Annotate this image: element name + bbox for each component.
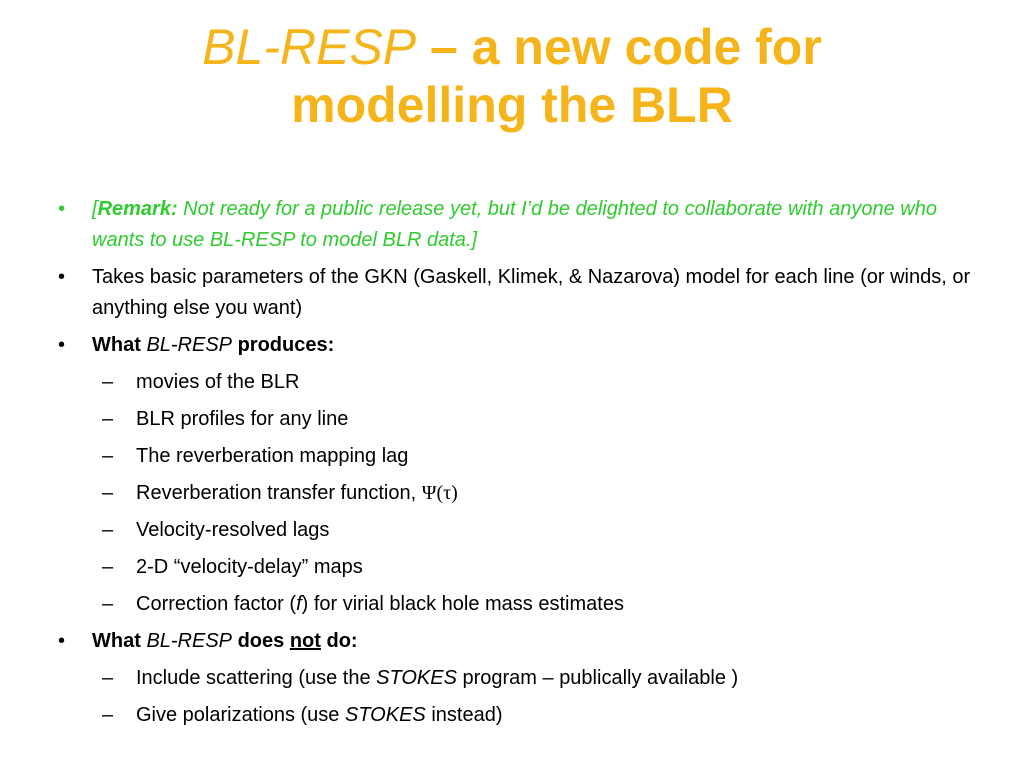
- title-code-name: BL-RESP: [202, 19, 417, 75]
- slide-title: BL-RESP – a new code for modelling the B…: [60, 18, 964, 134]
- produces-item: – Velocity-resolved lags: [48, 515, 978, 546]
- produces-item: – The reverberation mapping lag: [48, 441, 978, 472]
- produces-item: – Correction factor (f) for virial black…: [48, 589, 978, 620]
- produces-what: What: [92, 334, 147, 356]
- not-do-item-text: program – publically available ): [456, 667, 739, 689]
- stokes-name: STOKES: [376, 667, 457, 689]
- bullet-marker: •: [58, 630, 66, 652]
- bullet-list: • [Remark: Not ready for a public releas…: [48, 194, 978, 737]
- produces-item-text: 2-D “velocity-delay” maps: [136, 556, 363, 578]
- dash-marker: –: [102, 408, 114, 430]
- not-do-item-text: Include scattering (use the: [136, 667, 377, 689]
- dash-marker: –: [102, 445, 114, 467]
- produces-item-text: Velocity-resolved lags: [136, 519, 330, 541]
- gkn-bullet: • Takes basic parameters of the GKN (Gas…: [48, 262, 978, 324]
- bullet-marker: •: [58, 266, 66, 288]
- dash-marker: –: [102, 667, 114, 689]
- not-do-item: – Give polarizations (use STOKES instead…: [48, 700, 978, 731]
- produces-bullet: • What BL-RESP produces:: [48, 330, 978, 361]
- produces-item-text: movies of the BLR: [136, 371, 300, 393]
- title-line2: modelling the BLR: [291, 77, 733, 133]
- bullet-marker: •: [58, 334, 66, 356]
- not-do-item-text: Give polarizations (use: [136, 704, 345, 726]
- not-do-does: does: [232, 630, 290, 652]
- not-do-what: What: [92, 630, 147, 652]
- dash-marker: –: [102, 482, 114, 504]
- dash-marker: –: [102, 371, 114, 393]
- not-do-bullet: • What BL-RESP does not do:: [48, 626, 978, 657]
- not-do-code-name: BL-RESP: [146, 630, 233, 652]
- dash-marker: –: [102, 593, 114, 615]
- not-do-do: do:: [320, 630, 358, 652]
- produces-item: – 2-D “velocity-delay” maps: [48, 552, 978, 583]
- produces-item-text: Reverberation transfer function,: [136, 482, 422, 504]
- dash-marker: –: [102, 556, 114, 578]
- produces-item: – BLR profiles for any line: [48, 404, 978, 435]
- dash-marker: –: [102, 704, 114, 726]
- produces-verb: produces:: [232, 334, 335, 356]
- produces-item: – movies of the BLR: [48, 367, 978, 398]
- produces-item-text: BLR profiles for any line: [136, 408, 349, 430]
- correction-rest: ) for virial black hole mass estimates: [301, 593, 624, 615]
- title-line1-rest: – a new code for: [416, 19, 822, 75]
- not-do-item-text: instead): [425, 704, 503, 726]
- produces-item-text: Correction factor (: [136, 593, 297, 615]
- bullet-marker: •: [58, 198, 66, 220]
- remark-label: Remark:: [97, 198, 178, 220]
- psi-tau-symbol: Ψ(τ): [421, 482, 458, 504]
- produces-code-name: BL-RESP: [146, 334, 233, 356]
- remark-bullet: • [Remark: Not ready for a public releas…: [48, 194, 978, 256]
- dash-marker: –: [102, 519, 114, 541]
- produces-item-text: The reverberation mapping lag: [136, 445, 409, 467]
- not-do-item: – Include scattering (use the STOKES pro…: [48, 663, 978, 694]
- gkn-text: Takes basic parameters of the GKN (Gaske…: [92, 266, 971, 319]
- not-do-not: not: [289, 630, 321, 652]
- remark-text: Not ready for a public release yet, but …: [92, 198, 937, 251]
- produces-item: – Reverberation transfer function, Ψ(τ): [48, 478, 978, 509]
- remark-open-bracket: [: [92, 198, 98, 220]
- stokes-name: STOKES: [344, 704, 426, 726]
- f-symbol: f: [296, 593, 302, 615]
